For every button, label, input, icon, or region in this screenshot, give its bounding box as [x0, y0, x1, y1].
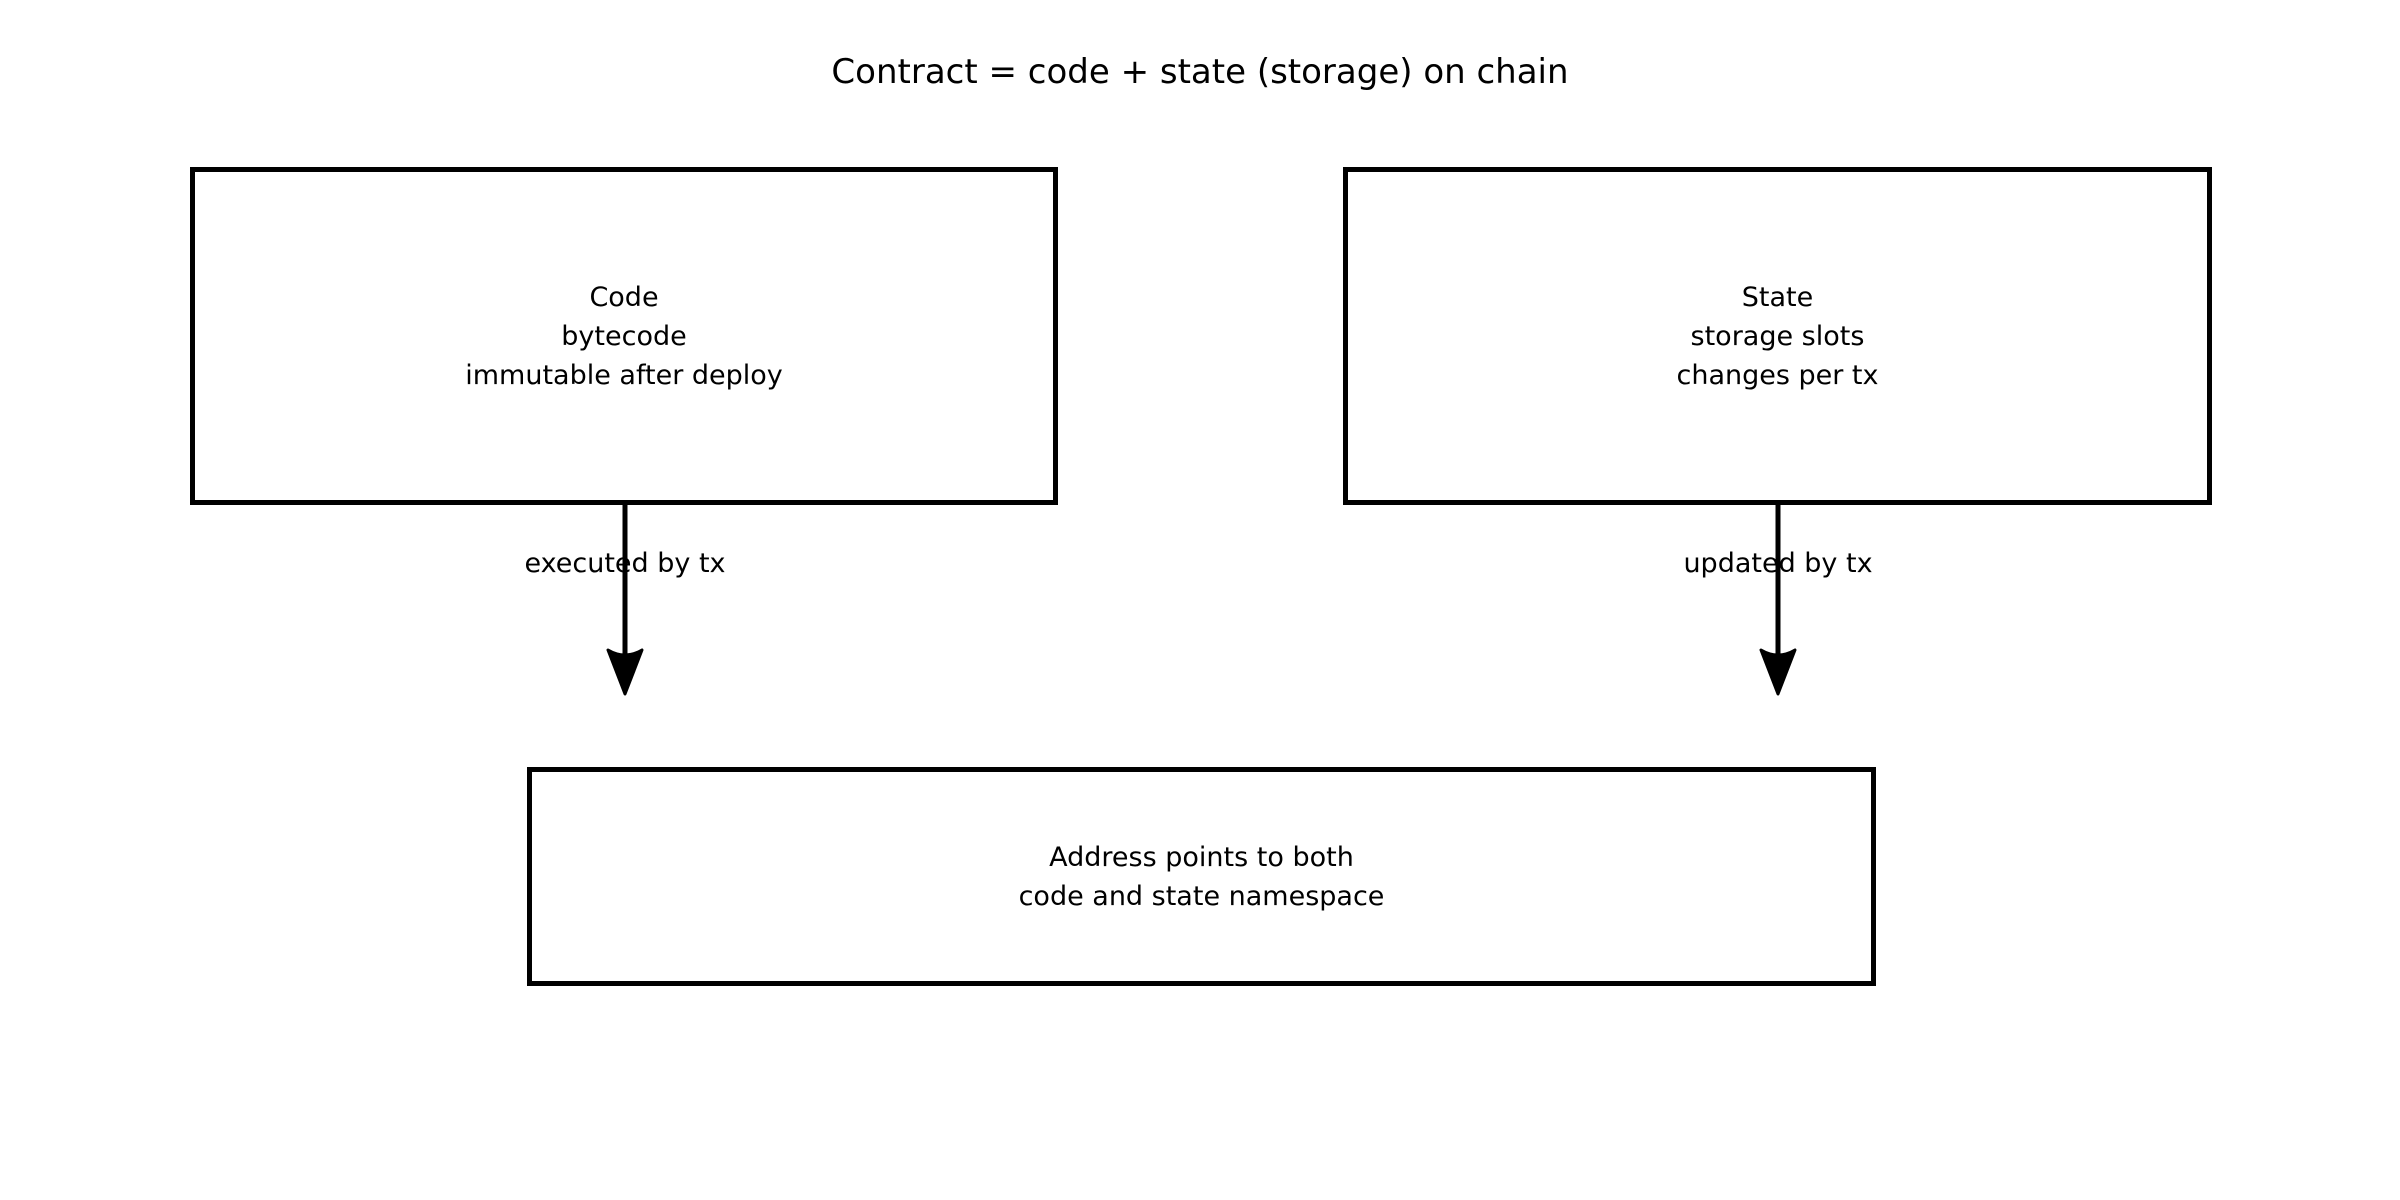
arrow-state-to-address [1759, 505, 1797, 696]
node-code: Code bytecode immutable after deploy [190, 167, 1058, 505]
node-address: Address points to both code and state na… [527, 767, 1876, 986]
arrow-head-code [606, 648, 644, 696]
node-state-label: State storage slots changes per tx [1676, 281, 1879, 391]
arrow-head-state [1759, 648, 1797, 696]
node-state: State storage slots changes per tx [1343, 167, 2212, 505]
node-address-label: Address points to both code and state na… [1018, 841, 1385, 912]
edge-label-updated-by-tx: updated by tx [1683, 548, 1873, 579]
page-title: Contract = code + state (storage) on cha… [831, 52, 1569, 92]
edge-label-executed-by-tx: executed by tx [524, 548, 726, 579]
node-code-label: Code bytecode immutable after deploy [465, 281, 783, 391]
arrow-code-to-address [606, 505, 644, 696]
